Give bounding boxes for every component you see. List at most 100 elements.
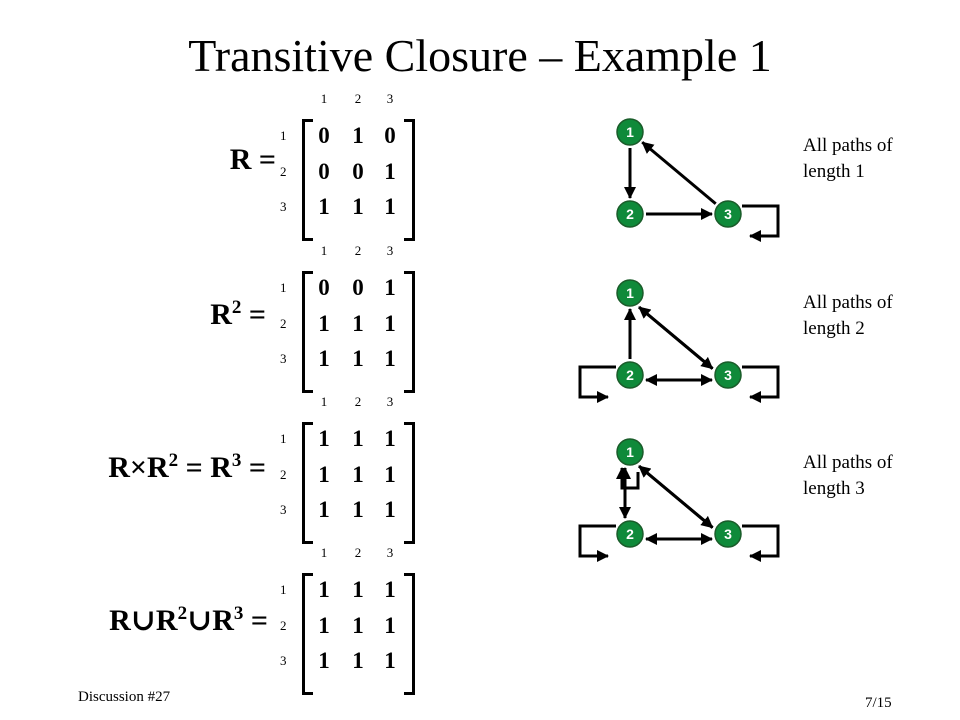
matrix-cell: 1 xyxy=(352,123,364,148)
svg-text:1: 1 xyxy=(626,124,634,140)
row-index: 1 xyxy=(280,128,287,143)
matrix-label-4: R∪R2∪R3 = xyxy=(109,603,268,637)
graph-caption-line-2: length 1 xyxy=(803,161,865,182)
col-index: 3 xyxy=(386,91,394,106)
edge-loop xyxy=(742,204,780,242)
graph-node: 3 xyxy=(714,361,742,389)
matrix-cell: 1 xyxy=(318,577,330,602)
matrix-cell: 1 xyxy=(318,426,330,451)
footer-right: 7/15 xyxy=(865,695,892,711)
graph-caption-line-1: All paths of xyxy=(803,452,893,473)
matrix-label-2: R2 = xyxy=(210,297,266,331)
graph-caption-1: All paths of length 1 xyxy=(803,133,893,185)
matrix-cell: 1 xyxy=(352,462,364,487)
matrix-cell: 1 xyxy=(384,577,396,602)
matrix-cell: 1 xyxy=(384,648,396,673)
row-index: 3 xyxy=(280,199,287,214)
col-index: 3 xyxy=(386,545,394,560)
matrix-cell: 1 xyxy=(318,462,330,487)
matrix-cell: 1 xyxy=(352,577,364,602)
matrix-cell: 1 xyxy=(352,648,364,673)
edge-loop xyxy=(742,365,780,403)
matrix-cell: 1 xyxy=(318,311,330,336)
matrix-cell: 1 xyxy=(318,613,330,638)
col-index: 3 xyxy=(386,243,394,258)
matrix-cell: 0 xyxy=(318,123,330,148)
svg-text:1: 1 xyxy=(626,285,634,301)
matrix-cell: 1 xyxy=(384,311,396,336)
matrix-cell: 0 xyxy=(352,275,364,300)
graph-3: 1 2 3 xyxy=(578,438,780,562)
matrix-bracket-left xyxy=(302,119,313,241)
svg-text:2: 2 xyxy=(626,367,634,383)
graph-caption-2: All paths of length 2 xyxy=(803,290,893,342)
graph-node: 3 xyxy=(714,200,742,228)
edge-loop xyxy=(742,524,780,562)
edge-loop xyxy=(578,365,616,403)
matrix-bracket-left xyxy=(302,422,313,544)
svg-text:3: 3 xyxy=(724,367,732,383)
matrix-cell: 1 xyxy=(352,346,364,371)
graph-node: 2 xyxy=(616,520,644,548)
matrix-label-1: R = xyxy=(229,143,276,176)
edge xyxy=(638,464,714,529)
row-index: 1 xyxy=(280,582,287,597)
matrix-cell: 1 xyxy=(384,426,396,451)
row-index: 2 xyxy=(280,316,287,331)
matrix-bracket-right xyxy=(404,271,415,393)
edge xyxy=(641,141,717,205)
edge-loop xyxy=(578,524,616,562)
edge xyxy=(638,305,714,370)
graph-node: 2 xyxy=(616,361,644,389)
matrix-bracket-right xyxy=(404,119,415,241)
matrix-bracket-left xyxy=(302,573,313,695)
matrix-label-3: R×R2 = R3 = xyxy=(108,450,266,484)
matrix-cell: 0 xyxy=(318,159,330,184)
row-index: 3 xyxy=(280,502,287,517)
graph-caption-line-1: All paths of xyxy=(803,135,893,156)
matrix-cell: 1 xyxy=(384,497,396,522)
graph-2: 1 2 3 xyxy=(578,279,780,403)
graph-caption-line-2: length 2 xyxy=(803,318,865,339)
matrix-cell: 1 xyxy=(318,346,330,371)
matrix-cell: 1 xyxy=(384,159,396,184)
svg-text:3: 3 xyxy=(724,206,732,222)
matrix-cell: 1 xyxy=(384,462,396,487)
footer-left: Discussion #27 xyxy=(78,689,171,705)
matrix-cell: 1 xyxy=(352,311,364,336)
matrix-cell: 1 xyxy=(384,613,396,638)
graph-node: 2 xyxy=(616,200,644,228)
slide-title: Transitive Closure – Example 1 xyxy=(188,30,772,81)
matrix-cell: 1 xyxy=(352,497,364,522)
graph-caption-line-2: length 3 xyxy=(803,478,865,499)
col-index: 2 xyxy=(354,243,362,258)
matrix-cell: 0 xyxy=(352,159,364,184)
graph-node: 1 xyxy=(616,118,644,146)
col-index: 1 xyxy=(320,394,328,409)
matrix-cell: 0 xyxy=(318,275,330,300)
matrix-bracket-right xyxy=(404,573,415,695)
svg-text:3: 3 xyxy=(724,526,732,542)
svg-text:1: 1 xyxy=(626,444,634,460)
row-index: 2 xyxy=(280,164,287,179)
col-index: 1 xyxy=(320,91,328,106)
matrix-cell: 1 xyxy=(384,194,396,219)
graph-caption-line-1: All paths of xyxy=(803,292,893,313)
row-index: 2 xyxy=(280,618,287,633)
col-index: 2 xyxy=(354,545,362,560)
row-index: 3 xyxy=(280,653,287,668)
matrix-cell: 1 xyxy=(384,275,396,300)
row-index: 1 xyxy=(280,280,287,295)
matrix-bracket-right xyxy=(404,422,415,544)
col-index: 3 xyxy=(386,394,394,409)
graph-1: 1 2 3 xyxy=(616,118,780,242)
matrix-cell: 1 xyxy=(384,346,396,371)
col-index: 1 xyxy=(320,243,328,258)
matrix-cell: 1 xyxy=(352,426,364,451)
graph-caption-3: All paths of length 3 xyxy=(803,450,893,502)
